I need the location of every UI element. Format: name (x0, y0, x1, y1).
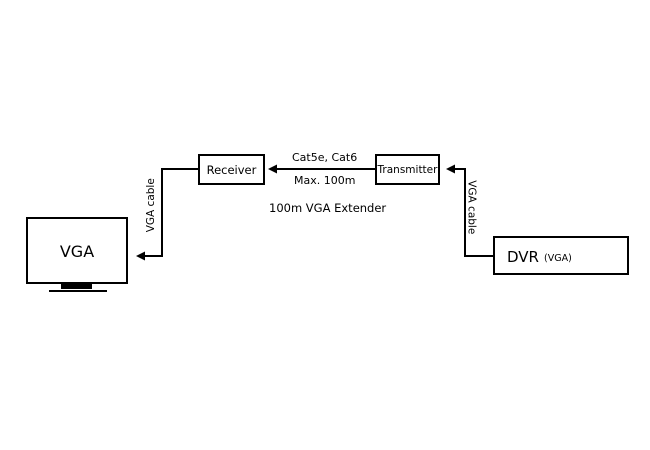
diagram-caption: 100m VGA Extender (269, 201, 387, 215)
arrowhead-to-receiver (268, 164, 277, 174)
monitor-label: VGA (59, 242, 95, 261)
dvr-label: DVR (507, 248, 539, 266)
dvr-sublabel: (VGA) (544, 253, 572, 264)
transmitter-box: Transmitter (375, 154, 440, 185)
dvr-box: DVR (VGA) (493, 236, 629, 275)
arrowhead-to-transmitter (446, 164, 455, 174)
vga-cable-right-label: VGA cable (465, 180, 478, 235)
receiver-label: Receiver (206, 163, 257, 177)
vga-link-left-line (145, 168, 198, 257)
vga-cable-left-label: VGA cable (144, 178, 157, 233)
vga-link-right-line (455, 168, 493, 257)
monitor-stand (61, 283, 92, 289)
monitor-screen: VGA (26, 217, 128, 284)
receiver-box: Receiver (198, 154, 265, 185)
transmitter-label: Transmitter (377, 164, 438, 176)
cat-cable-label: Cat5e, Cat6 (292, 151, 358, 164)
arrowhead-to-monitor (136, 251, 145, 261)
max-distance-label: Max. 100m (294, 174, 356, 187)
